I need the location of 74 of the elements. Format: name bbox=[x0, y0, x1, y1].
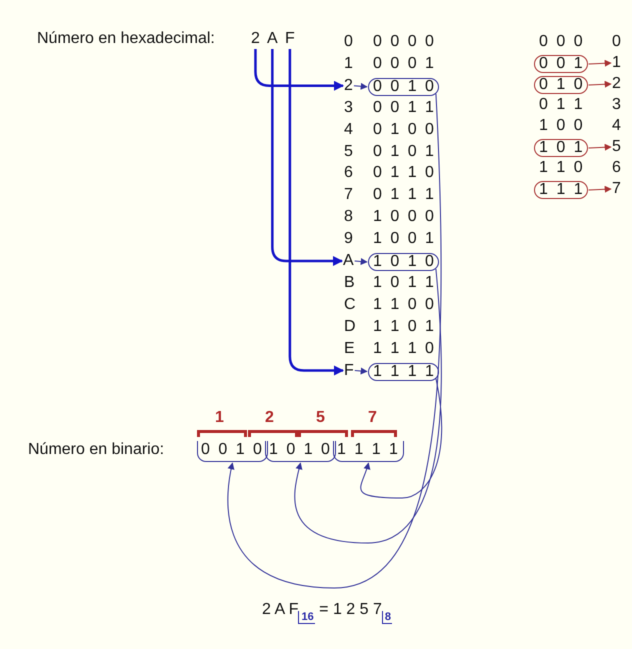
group-number: 2 bbox=[265, 409, 274, 427]
arrow bbox=[354, 258, 368, 265]
hex-digit: F bbox=[285, 30, 295, 48]
group-number: 1 bbox=[215, 409, 224, 427]
group-number: 7 bbox=[368, 409, 377, 427]
curved-arrow bbox=[228, 93, 442, 588]
hex-digit: 6 bbox=[344, 164, 353, 182]
circled-code: 0 0 1 bbox=[534, 55, 588, 73]
binary-code: 0 0 0 bbox=[539, 33, 585, 51]
hex-digit: 4 bbox=[344, 120, 353, 139]
binary-code: 0 1 1 1 bbox=[373, 186, 436, 204]
arrow bbox=[588, 80, 612, 88]
octal-digit: 1 bbox=[612, 54, 621, 72]
hex-digit: E bbox=[344, 340, 355, 358]
hex-digit: D bbox=[344, 318, 356, 336]
binary-code: 0 1 0 0 bbox=[373, 120, 436, 139]
arrow bbox=[353, 82, 368, 90]
arrow bbox=[271, 49, 343, 266]
bit-group: 1 1 1 1 bbox=[333, 441, 404, 462]
binary-code: 0 0 1 1 bbox=[373, 98, 436, 117]
heading-label: Número en hexadecimal: bbox=[37, 30, 215, 48]
octal-digit: 6 bbox=[612, 159, 621, 177]
circled-code: 1 0 1 bbox=[534, 139, 588, 157]
octal-digit: 4 bbox=[612, 117, 621, 135]
hex-digit: 9 bbox=[344, 230, 353, 248]
arrow bbox=[588, 186, 612, 193]
hex-digit: 2 bbox=[344, 76, 353, 95]
hex-digit: 5 bbox=[344, 142, 353, 160]
circled-code: 1 0 1 0 bbox=[368, 253, 439, 271]
hex-digit: A bbox=[343, 252, 354, 270]
equation: 2 A F$_{16}$ = 1 2 5 7$_{8}$ bbox=[262, 601, 392, 626]
hex-digit: B bbox=[344, 274, 355, 292]
arrow bbox=[588, 60, 612, 67]
binary-code: 1 0 0 bbox=[539, 117, 585, 135]
group-number: 5 bbox=[316, 409, 325, 427]
curved-arrow bbox=[360, 378, 442, 498]
hex-digit: F bbox=[344, 362, 354, 380]
binary-code: 0 1 1 0 bbox=[373, 164, 436, 182]
circled-code: 0 0 1 0 bbox=[368, 78, 439, 96]
binary-code: 1 1 1 0 bbox=[373, 340, 436, 358]
hex-digit: C bbox=[344, 296, 356, 314]
hex-digit: 3 bbox=[344, 98, 353, 117]
arrow bbox=[254, 49, 344, 91]
curved-arrow bbox=[294, 268, 442, 544]
binary-code: 0 0 0 1 bbox=[373, 54, 436, 73]
circled-code: 1 1 1 1 bbox=[368, 362, 439, 380]
octal-digit: 2 bbox=[612, 75, 621, 93]
hex-digit: 8 bbox=[344, 208, 353, 226]
binary-code: 1 1 0 bbox=[539, 159, 585, 177]
hex-digit: 2 bbox=[251, 30, 260, 48]
hex-digit: 7 bbox=[344, 186, 353, 204]
arrow bbox=[588, 144, 612, 151]
hex-digit: 0 bbox=[344, 33, 353, 51]
binary-code: 1 1 0 1 bbox=[373, 318, 436, 336]
heading-label: Número en binario: bbox=[28, 441, 164, 459]
binary-code: 1 1 0 0 bbox=[373, 296, 436, 314]
hex-digit: 1 bbox=[344, 54, 353, 73]
circled-code: 1 1 1 bbox=[534, 181, 588, 199]
binary-code: 0 1 1 bbox=[539, 96, 585, 114]
arrow bbox=[354, 368, 368, 374]
octal-digit: 5 bbox=[612, 138, 621, 156]
bit-group: 0 0 1 0 bbox=[197, 441, 268, 462]
octal-digit: 7 bbox=[612, 180, 621, 198]
circled-code: 0 1 0 bbox=[534, 76, 588, 94]
binary-code: 0 0 0 0 bbox=[373, 33, 436, 51]
binary-code: 1 0 0 1 bbox=[373, 230, 436, 248]
binary-code: 1 0 1 1 bbox=[373, 274, 436, 292]
binary-code: 1 0 0 0 bbox=[373, 208, 436, 226]
bit-group: 1 0 1 0 bbox=[265, 441, 336, 462]
octal-digit: 3 bbox=[612, 96, 621, 114]
hex-digit: A bbox=[267, 30, 278, 48]
octal-digit: 0 bbox=[612, 33, 621, 51]
arrow bbox=[288, 49, 344, 376]
binary-code: 0 1 0 1 bbox=[373, 142, 436, 160]
